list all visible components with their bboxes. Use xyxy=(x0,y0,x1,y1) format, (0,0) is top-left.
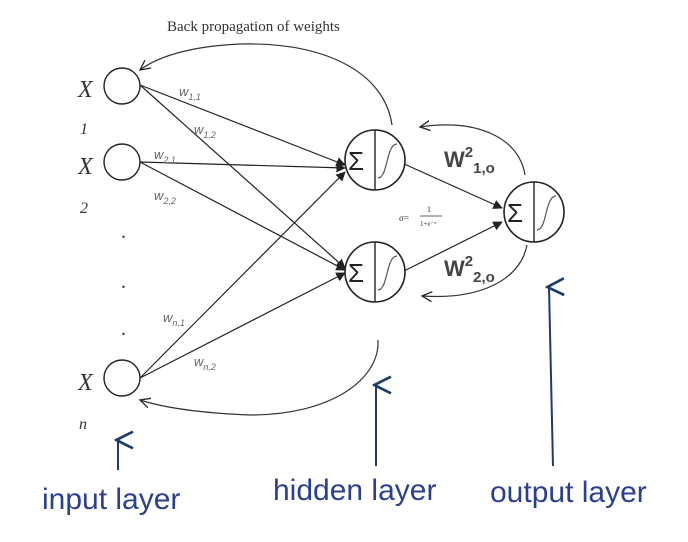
hidden-layer-label: hidden layer xyxy=(273,474,436,507)
connection-xn-h1 xyxy=(139,171,346,379)
connection-x1-h2 xyxy=(139,84,346,269)
input-node-n xyxy=(103,359,141,397)
connection-h1-out xyxy=(401,162,503,209)
backprop-arrow-bottom xyxy=(140,339,379,416)
connection-x2-h1 xyxy=(139,161,346,173)
hidden-node-2: Σ xyxy=(344,241,406,303)
ellipsis-dot-2: . xyxy=(121,271,126,293)
output-node: Σ xyxy=(503,181,565,243)
input-hidden-connections xyxy=(139,84,346,379)
input-node-2 xyxy=(103,143,141,181)
connection-x2-h2 xyxy=(139,161,346,271)
sigmoid-curve-h2 xyxy=(377,255,398,291)
diagram-title: Back propagation of weights xyxy=(167,19,340,35)
input-label-x1-sub: 1 xyxy=(80,121,88,138)
connection-xn-h2 xyxy=(139,272,346,379)
input-node-1 xyxy=(103,67,141,105)
sigmoid-curve-out xyxy=(536,195,557,231)
sum-symbol-out: Σ xyxy=(507,198,523,228)
weight-w22: w2,2 xyxy=(154,188,176,206)
input-label-xn-sub: n xyxy=(79,416,87,433)
sum-symbol-h1: Σ xyxy=(348,146,364,176)
input-label-x1: X xyxy=(77,77,94,103)
input-label-x2-sub: 2 xyxy=(80,200,88,217)
connection-x1-h1 xyxy=(139,84,346,167)
input-label-xn: X xyxy=(77,370,94,396)
backprop-arrow-output-bottom xyxy=(422,244,528,297)
weight-w2-1o: W21,o xyxy=(444,144,495,177)
hidden-node-1: Σ xyxy=(344,129,406,191)
input-label-x2: X xyxy=(77,154,94,180)
weight-wn1: wn,1 xyxy=(163,310,185,328)
sigmoid-lhs: σ= xyxy=(399,213,409,223)
sum-symbol-h2: Σ xyxy=(348,258,364,288)
weight-w21: w2,1 xyxy=(154,147,176,165)
weight-w2-2o: W22,o xyxy=(444,253,495,286)
sigmoid-den: 1+e⁻ˣ xyxy=(420,220,437,228)
ellipsis-dot-1: . xyxy=(121,221,126,243)
backprop-arrow-top xyxy=(140,43,393,126)
sigmoid-curve-h1 xyxy=(377,143,398,179)
output-layer-pointer xyxy=(549,287,553,467)
hidden-output-connections xyxy=(401,162,503,273)
sigmoid-formula: σ= 1 1+e⁻ˣ xyxy=(399,205,442,228)
weight-w12: w1,2 xyxy=(194,122,216,140)
weight-w11: w1,1 xyxy=(179,84,201,102)
connection-h2-out xyxy=(401,221,503,273)
input-layer-label: input layer xyxy=(42,483,180,516)
ellipsis-dot-3: . xyxy=(121,318,126,340)
backprop-arrow-output-top xyxy=(420,125,526,176)
output-layer-label: output layer xyxy=(490,476,647,509)
weight-wn2: wn,2 xyxy=(194,354,216,372)
sigmoid-num: 1 xyxy=(427,205,431,214)
